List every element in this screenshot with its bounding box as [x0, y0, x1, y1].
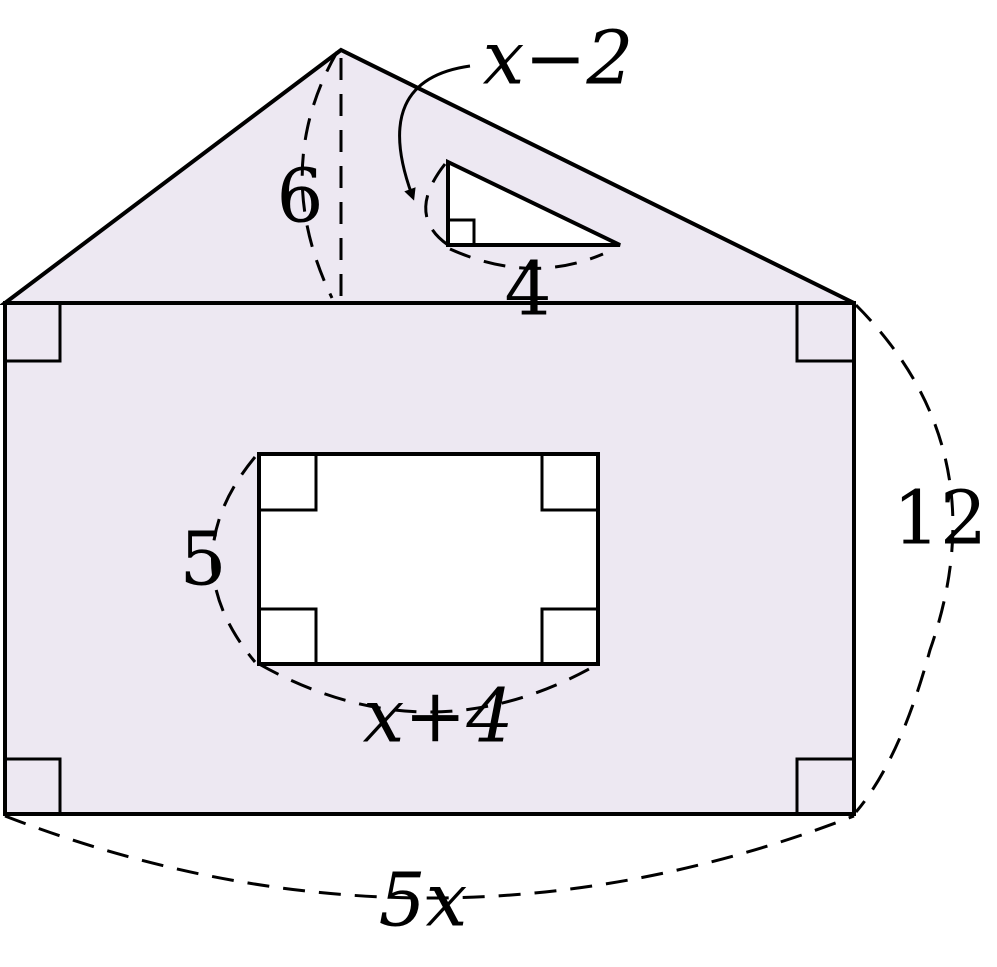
triangle-hypotenuse-label: x−2: [483, 15, 634, 101]
window-cutout: [257, 452, 600, 666]
house-roof: [0, 47, 855, 305]
right-angle-mark-top-left: [5, 305, 62, 363]
right-angle-mark-triangle: [450, 218, 476, 243]
right-angle-mark-window-top-right: [540, 456, 596, 512]
roof-height-arc: [300, 51, 339, 299]
roof-height-label: 6: [276, 153, 323, 239]
window-width-arc: [258, 662, 599, 714]
triangle-base-arc: [449, 247, 604, 270]
window-width-label: x+4: [363, 673, 514, 759]
triangle-base-label: 4: [504, 246, 551, 332]
house-height-label: 12: [893, 475, 987, 561]
right-angle-mark-window-bottom-left: [261, 607, 318, 662]
triangle-cutout: [446, 158, 621, 247]
window-height-arc: [211, 456, 257, 663]
hypotenuse-pointer-arrow: [398, 64, 471, 201]
house-width-arc: [4, 814, 855, 900]
window-height-label: 5: [179, 516, 226, 602]
house-height-arc: [854, 303, 955, 813]
right-angle-mark-window-top-left: [261, 456, 318, 512]
right-angle-mark-bottom-left: [5, 757, 62, 812]
triangle-height-arc: [424, 163, 449, 247]
right-angle-mark-bottom-right: [795, 757, 852, 812]
house-width-label: 5x: [379, 857, 468, 943]
right-angle-mark-window-bottom-right: [540, 607, 596, 662]
right-angle-mark-top-right: [795, 305, 852, 363]
